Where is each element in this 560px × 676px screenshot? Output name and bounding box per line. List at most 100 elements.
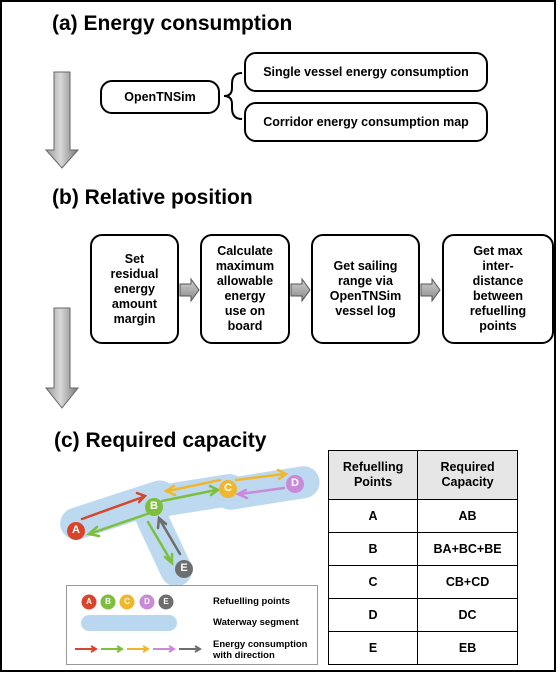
- energy-arrow-ba: [90, 511, 152, 535]
- legend-node-label-c: C: [124, 597, 130, 606]
- capacity-table: Refuelling Points Required Capacity A AB…: [327, 450, 518, 665]
- step2-line: use on: [224, 304, 266, 318]
- down-arrow-icon: [44, 71, 80, 169]
- step1-line: Set: [124, 251, 145, 266]
- section-b-title: (b) Relative position: [52, 186, 253, 209]
- legend-refuelling-points: Refuelling points: [213, 596, 291, 607]
- step3-line: Get sailing: [333, 259, 398, 273]
- section-a-title: (a) Energy consumption: [52, 12, 293, 35]
- header-line: Refuelling: [342, 460, 404, 474]
- table-cell-point: B: [327, 532, 419, 566]
- step1-line: margin: [113, 311, 156, 326]
- node-label-e: E: [180, 562, 188, 574]
- legend-node-c: [119, 594, 135, 610]
- opentnsim-box: OpenTNSim: [100, 80, 220, 114]
- legend-node-b: [100, 594, 116, 610]
- step-box-max-interdistance: Get max inter- distance between refuelli…: [442, 234, 554, 344]
- step4-line: points: [479, 319, 517, 333]
- header-refuelling-points: Refuelling Points: [327, 450, 419, 500]
- energy-arrow-cd: [234, 472, 286, 482]
- step1-line: residual: [110, 266, 159, 281]
- energy-arrow-ab-head: [135, 491, 148, 504]
- legend-node-label-e: E: [163, 597, 169, 606]
- output-label-single-vessel: Single vessel energy consumption: [263, 64, 469, 79]
- node-label-b: B: [150, 500, 158, 512]
- node-label-c: C: [224, 482, 232, 494]
- energy-arrow-eb: [158, 518, 182, 556]
- table-row: C CB+CD: [327, 565, 518, 599]
- step-box-max-allowable-energy: Calculate maximum allowable energy use o…: [200, 234, 290, 344]
- step2-line: board: [227, 319, 263, 333]
- legend-node-d: [139, 594, 155, 610]
- node-label-a: A: [72, 524, 80, 536]
- energy-arrow-bc-head: [208, 484, 221, 497]
- output-box-corridor-map: Corridor energy consumption map: [244, 102, 488, 142]
- step3-line: range via: [338, 274, 393, 288]
- right-arrow-icon: [420, 277, 441, 303]
- legend-node-label-d: D: [144, 597, 150, 606]
- legend-node-label-b: B: [105, 597, 111, 606]
- node-c: [219, 480, 237, 498]
- header-line: Capacity: [441, 475, 494, 489]
- table-cell-capacity: AB: [417, 499, 518, 533]
- table-cell-point: D: [327, 598, 419, 632]
- step-box-residual-margin: Set residual energy amount margin: [90, 234, 179, 344]
- table-cell-point: E: [327, 631, 419, 665]
- table-cell-capacity: CB+CD: [417, 565, 518, 599]
- step3-line: vessel log: [335, 304, 396, 318]
- legend-symbols: [75, 594, 202, 653]
- legend-energy-consumption: Energy consumption: [213, 639, 308, 650]
- table-cell-point: C: [327, 565, 419, 599]
- right-arrow-icon: [290, 277, 311, 303]
- energy-arrow-eb-head: [156, 515, 168, 530]
- legend-waterway-segment: Waterway segment: [213, 617, 299, 628]
- node-e: [175, 560, 193, 578]
- energy-arrow-be-head: [163, 552, 174, 566]
- energy-arrow-bc: [160, 488, 218, 503]
- section-c-title: (c) Required capacity: [54, 429, 267, 452]
- step2-line: maximum: [215, 259, 275, 273]
- table-row: E EB: [327, 631, 518, 665]
- header-line: Required: [440, 460, 495, 474]
- table-row: B BA+BC+BE: [327, 532, 518, 566]
- legend-waterway-swatch: [81, 615, 177, 631]
- legend-node-label-a: A: [86, 597, 92, 606]
- step4-line: Get max: [473, 244, 523, 258]
- brace-connector: [223, 72, 243, 120]
- header-line: Points: [353, 475, 393, 489]
- energy-arrow-dc: [238, 486, 286, 496]
- node-label-d: D: [291, 477, 299, 489]
- table-row: A AB: [327, 499, 518, 533]
- energy-arrow-cb: [166, 478, 222, 493]
- output-label-corridor-map: Corridor energy consumption map: [263, 114, 469, 129]
- energy-arrow-be: [146, 520, 173, 563]
- energy-arrow-ab: [80, 495, 145, 521]
- energy-arrow-dc-head: [235, 488, 249, 500]
- output-box-single-vessel: Single vessel energy consumption: [244, 52, 488, 92]
- table-cell-capacity: DC: [417, 598, 518, 632]
- energy-arrow-cb-head: [163, 484, 177, 497]
- table-row: D DC: [327, 598, 518, 632]
- step4-line: distance: [472, 274, 524, 288]
- legend-node-a: [81, 594, 97, 610]
- legend-with-direction: with direction: [213, 650, 275, 661]
- energy-arrow-ba-head: [86, 525, 101, 538]
- legend: A B C D E Refuelling points Waterway seg…: [66, 585, 318, 665]
- table-cell-capacity: BA+BC+BE: [417, 532, 518, 566]
- step4-line: between: [472, 289, 523, 303]
- step1-line: amount: [111, 296, 158, 311]
- step4-line: inter-: [482, 259, 514, 273]
- step2-line: Calculate: [217, 244, 273, 258]
- node-b: [145, 498, 163, 516]
- step1-line: energy: [114, 281, 155, 296]
- opentnsim-label: OpenTNSim: [124, 89, 196, 104]
- step4-line: refuelling: [469, 304, 527, 318]
- down-arrow-icon: [44, 307, 80, 409]
- step3-line: OpenTNSim: [329, 289, 402, 303]
- table-header-row: Refuelling Points Required Capacity: [327, 450, 518, 500]
- step2-line: energy: [224, 289, 266, 303]
- node-a: [67, 522, 85, 540]
- right-arrow-icon: [179, 277, 200, 303]
- table-cell-capacity: EB: [417, 631, 518, 665]
